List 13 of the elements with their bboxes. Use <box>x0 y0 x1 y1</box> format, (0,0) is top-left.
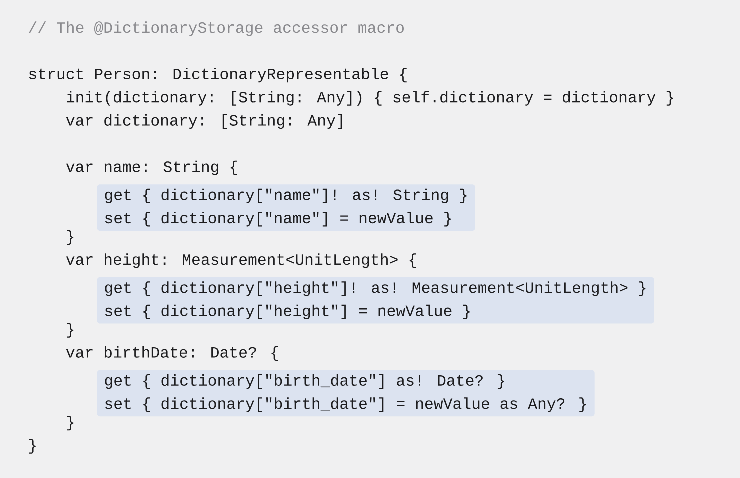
code-line: var dictionary: [String: Any] <box>66 114 342 130</box>
code-comment: // The @DictionaryStorage accessor macro <box>29 22 404 36</box>
code-line: struct Person: DictionaryRepresentable { <box>30 68 407 83</box>
highlight-box: get { dictionary["height"]! as! Measurement<UnitLength> } set { dictionary["height"] = newValue } <box>97 277 654 324</box>
highlight-box: get { dictionary["name"]! as! String } set { dictionary["name"] = newValue } <box>97 184 476 231</box>
code-line: init(dictionary: [String: Any]) { self.dictionary = dictionary } <box>67 91 674 106</box>
code-line: } <box>67 230 74 246</box>
code-line: var height: Measurement<UnitLength> { <box>66 254 416 268</box>
code-line: } <box>30 439 36 454</box>
code-line: } <box>67 416 74 431</box>
highlight-box: get { dictionary["birth_date"] as! Date? } set { dictionary["birth_date"] = newValue as Any? } <box>97 370 595 417</box>
code-line: var birthDate: Date? { <box>66 346 278 362</box>
code-line: } <box>67 323 74 338</box>
